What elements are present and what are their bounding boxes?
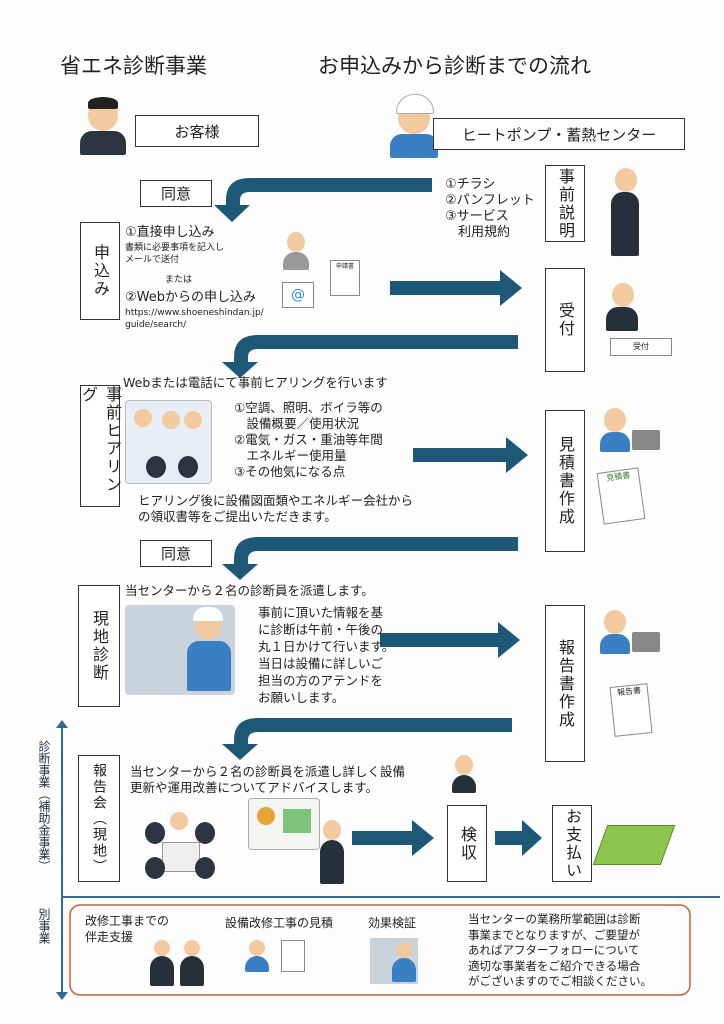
curved-arrow-1 [214, 178, 432, 222]
right-arrow-4 [352, 820, 434, 856]
right-arrow-3 [380, 622, 520, 658]
step-report-meeting: 報告会（現地） [78, 755, 120, 882]
step-reception: 受付 [545, 268, 585, 372]
meeting-illustration-icon [140, 812, 220, 884]
service-verification: 効果検証 [368, 916, 417, 930]
apply-direct: ①直接申し込み [125, 225, 215, 240]
video-meeting-illustration-icon [125, 400, 212, 484]
step-estimate: 見積書作成 [545, 410, 585, 552]
service-support: 改修工事までの伴走支援 [85, 914, 170, 944]
right-arrow-5 [495, 820, 542, 856]
worker-avatar-icon [390, 92, 438, 158]
consent-label-1: 同意 [140, 180, 212, 207]
right-title: お申込みから診断までの流れ [318, 54, 591, 78]
left-title: 省エネ診断事業 [60, 54, 207, 78]
estimator-laptop-icon [600, 408, 662, 456]
step-application: 申込み [80, 222, 120, 320]
presenter-illustration-icon [605, 168, 645, 256]
consent-label-2: 同意 [140, 540, 212, 567]
email-icon: @ [282, 282, 314, 308]
payment-money-icon [592, 825, 676, 865]
curved-arrow-2 [222, 335, 518, 378]
report-document-icon: 報告書 [609, 683, 653, 737]
step-pre-explanation: 事前説明 [545, 165, 585, 242]
report-meeting-desc: 当センターから２名の診断員を派遣し詳しく設備更新や運用改善についてアドバイスしま… [130, 764, 406, 795]
curved-arrow-3 [222, 537, 518, 580]
step-payment: お支払い [552, 805, 592, 882]
step-report: 報告書作成 [545, 605, 585, 762]
other-services-note: 当センターの業務所掌範囲は診断事業までとなりますが、ご要望があればアフターフォロ… [468, 912, 652, 988]
right-arrow-2 [413, 437, 528, 473]
inspector-icon [452, 755, 476, 795]
side-label-other: 別事業 [37, 908, 51, 944]
center-label: ヒートポンプ・蓄熱センター [433, 118, 685, 150]
hearing-after: ヒアリング後に設備図面類やエネルギー会社からの領収書等をご提出いただきます。 [138, 493, 414, 524]
site-intro: 当センターから２名の診断員を派遣します。 [125, 583, 374, 598]
hearing-intro: Webまたは電話にて事前ヒアリングを行います [123, 375, 388, 390]
consultation-icon [150, 940, 206, 988]
apply-direct-desc: 書類に必要事項を記入しメールで送付 [125, 243, 225, 265]
right-arrow-1 [390, 270, 522, 306]
apply-url[interactable]: https://www.shoeneshindan.jp/guide/searc… [125, 308, 264, 330]
reception-desk-sign: 受付 [610, 338, 672, 356]
presentation-board-icon [248, 798, 320, 850]
equipment-panel-illustration-icon [125, 605, 235, 695]
step-acceptance: 検収 [447, 805, 487, 882]
apply-or: または [165, 275, 193, 285]
pc-user-icon [283, 232, 309, 272]
side-label-main: 診断事業（補助金事業） [37, 740, 51, 872]
apply-web: ②Webからの申し込み [125, 290, 256, 305]
customer-avatar-icon [80, 95, 126, 155]
reporter-laptop-icon [600, 610, 662, 658]
reception-staff-icon [602, 283, 642, 333]
estimate-work-icon [245, 940, 305, 976]
application-form-icon: 申請書 [330, 260, 360, 296]
step-hearing: 事前ヒアリング [79, 385, 122, 507]
presenter-icon [318, 820, 346, 884]
curved-arrow-4 [222, 718, 512, 760]
customer-label: お客様 [135, 115, 259, 147]
site-desc: 事前に頂いた情報を基に診断は午前・午後の丸１日かけて行います。当日は設備に詳しい… [258, 605, 395, 705]
step-site-diagnosis: 現地診断 [78, 585, 120, 707]
verification-icon [370, 938, 418, 984]
service-estimate: 設備改修工事の見積 [225, 916, 334, 930]
estimate-document-icon: 見積書 [596, 467, 646, 525]
